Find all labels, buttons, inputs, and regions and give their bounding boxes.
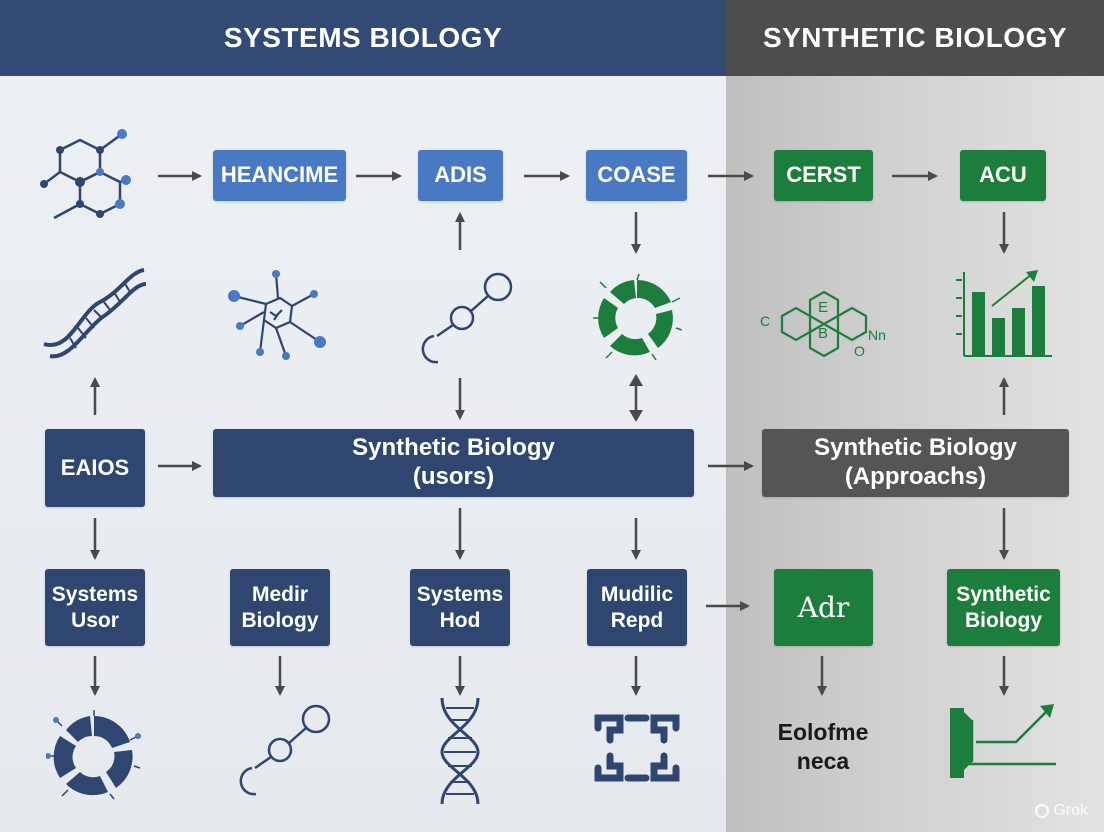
adr-box[interactable]: Adr — [774, 569, 873, 646]
synthetic-biology-approachs-box[interactable]: Synthetic Biology (Approachs) — [762, 429, 1069, 497]
synthetic-line1: Synthetic — [956, 583, 1051, 607]
arrow-ring-double-down-head — [629, 410, 643, 422]
synthetic-line2: Biology — [965, 608, 1042, 632]
usors-line2: (usors) — [412, 463, 495, 490]
grok-logo-icon — [1035, 804, 1050, 818]
molecule-b-label: B — [818, 325, 828, 342]
medir-line1: Medir — [251, 583, 308, 607]
mudilic-line2: Repd — [610, 608, 664, 632]
virus-icon — [228, 270, 326, 360]
synthetic-biology-panel — [726, 0, 1104, 832]
systems-hod-line2: Hod — [439, 608, 481, 632]
coase-box[interactable]: COASE — [586, 150, 687, 201]
synthetic-biology-bottom-box[interactable]: Synthetic Biology — [947, 569, 1060, 646]
arrow-ring-double-up-head — [629, 374, 643, 386]
eolofme-label: Eolofme neca — [758, 718, 888, 776]
systems-biology-header: SYSTEMS BIOLOGY — [0, 0, 726, 76]
cerst-box[interactable]: CERST — [774, 150, 873, 201]
systems-usor-line2: Usor — [71, 608, 119, 632]
trend-chart-icon — [950, 704, 1056, 778]
grok-watermark-text: Grok — [1053, 802, 1088, 819]
eaios-box[interactable]: EAIOS — [45, 429, 145, 507]
systems-usor-box[interactable]: Systems Usor — [45, 569, 145, 646]
medir-line2: Biology — [241, 608, 319, 632]
eolofme-line2: neca — [796, 747, 850, 774]
dumbbell-link-bottom-icon — [239, 704, 331, 796]
molecule-network-icon — [40, 129, 131, 220]
usors-line1: Synthetic Biology — [352, 434, 555, 462]
synthetic-biology-usors-box[interactable]: Synthetic Biology (usors) — [213, 429, 694, 497]
mudilic-line1: Mudilic — [600, 583, 674, 607]
heancime-box[interactable]: HEANCIME — [213, 150, 346, 201]
approachs-line2: (Approachs) — [844, 463, 987, 490]
systems-usor-line1: Systems — [51, 583, 139, 607]
approachs-line1: Synthetic Biology — [814, 434, 1017, 462]
grok-watermark: Grok — [1035, 802, 1088, 820]
medir-biology-box[interactable]: Medir Biology — [230, 569, 330, 646]
acu-box[interactable]: ACU — [960, 150, 1046, 201]
interlock-icon — [594, 714, 680, 782]
bar-chart-icon — [956, 270, 1052, 357]
synthetic-biology-header: SYNTHETIC BIOLOGY — [726, 0, 1104, 76]
systems-hod-box[interactable]: Systems Hod — [410, 569, 510, 646]
dna-helix-icon — [43, 268, 147, 359]
systems-hod-line1: Systems — [416, 583, 504, 607]
adis-box[interactable]: ADIS — [418, 150, 503, 201]
green-ring-icon — [593, 273, 682, 361]
molecule-e-label: E — [818, 299, 828, 316]
mudilic-repd-box[interactable]: Mudilic Repd — [587, 569, 687, 646]
molecule-nn-label: Nn — [868, 327, 886, 343]
molecule-c-label: C — [760, 313, 770, 329]
eolofme-line1: Eolofme — [777, 719, 869, 745]
hexagon-molecule-icon: C E B O Nn — [760, 290, 886, 359]
dna-helix-bottom-icon — [440, 697, 480, 805]
molecule-o-label: O — [854, 343, 865, 359]
navy-ring-icon — [46, 710, 141, 800]
dumbbell-link-icon — [421, 272, 513, 364]
